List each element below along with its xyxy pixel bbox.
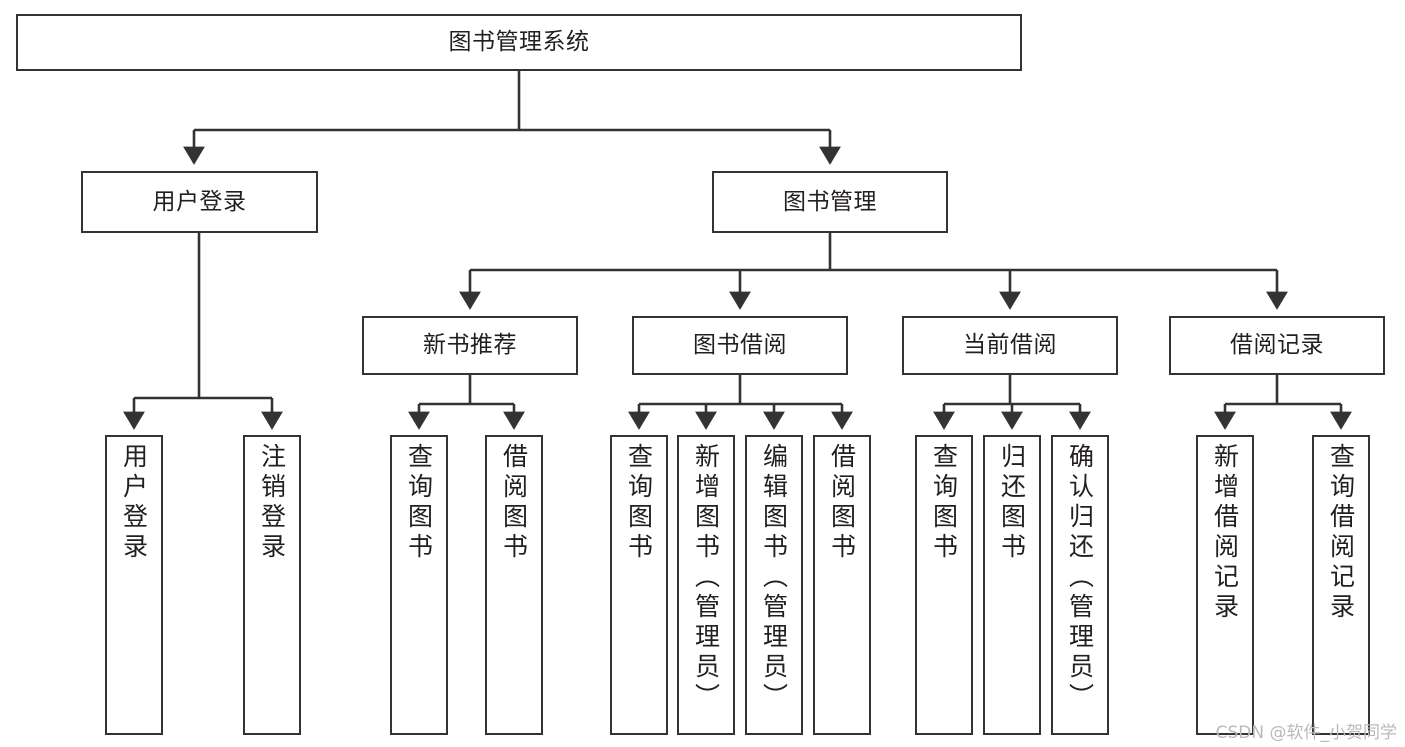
node-leaf-query-record[interactable]: 查询借阅记录: [1312, 435, 1370, 735]
node-leaf-return-book[interactable]: 归还图书: [983, 435, 1041, 735]
node-leaf-confirm-return[interactable]: 确认归还（管理员）: [1051, 435, 1109, 735]
node-label: 编辑图书（管理员）: [759, 443, 789, 713]
node-label: 查询借阅记录: [1326, 443, 1356, 623]
node-label: 借阅记录: [1230, 332, 1324, 359]
node-leaf-add-record[interactable]: 新增借阅记录: [1196, 435, 1254, 735]
node-label: 用户登录: [119, 443, 149, 563]
node-root-system[interactable]: 图书管理系统: [16, 14, 1022, 71]
node-label: 借阅图书: [499, 443, 529, 563]
node-leaf-logout-login[interactable]: 注销登录: [243, 435, 301, 735]
node-label: 新书推荐: [423, 332, 517, 359]
node-leaf-borrow-book-2[interactable]: 借阅图书: [813, 435, 871, 735]
node-label: 用户登录: [152, 188, 247, 215]
node-book-manage[interactable]: 图书管理: [712, 171, 948, 233]
node-label: 当前借阅: [963, 332, 1057, 359]
node-new-book-recommend[interactable]: 新书推荐: [362, 316, 578, 375]
node-user-login[interactable]: 用户登录: [81, 171, 318, 233]
node-label: 图书借阅: [693, 332, 787, 359]
node-label: 归还图书: [997, 443, 1027, 563]
node-leaf-query-book-3[interactable]: 查询图书: [915, 435, 973, 735]
node-book-borrow[interactable]: 图书借阅: [632, 316, 848, 375]
node-label: 查询图书: [929, 443, 959, 563]
node-borrow-record[interactable]: 借阅记录: [1169, 316, 1385, 375]
node-label: 新增借阅记录: [1210, 443, 1240, 623]
node-leaf-edit-book[interactable]: 编辑图书（管理员）: [745, 435, 803, 735]
node-label: 确认归还（管理员）: [1065, 443, 1095, 713]
node-leaf-add-book[interactable]: 新增图书（管理员）: [677, 435, 735, 735]
node-label: 借阅图书: [827, 443, 857, 563]
node-label: 注销登录: [257, 443, 287, 563]
node-current-borrow[interactable]: 当前借阅: [902, 316, 1118, 375]
node-label: 查询图书: [624, 443, 654, 563]
node-label: 查询图书: [404, 443, 434, 563]
node-leaf-borrow-book-1[interactable]: 借阅图书: [485, 435, 543, 735]
node-label: 图书管理系统: [448, 29, 590, 56]
node-label: 新增图书（管理员）: [691, 443, 721, 713]
node-leaf-query-book-1[interactable]: 查询图书: [390, 435, 448, 735]
node-label: 图书管理: [783, 188, 877, 215]
watermark-text: CSDN @软件_小贺同学: [1215, 723, 1397, 743]
node-leaf-user-login[interactable]: 用户登录: [105, 435, 163, 735]
node-leaf-query-book-2[interactable]: 查询图书: [610, 435, 668, 735]
